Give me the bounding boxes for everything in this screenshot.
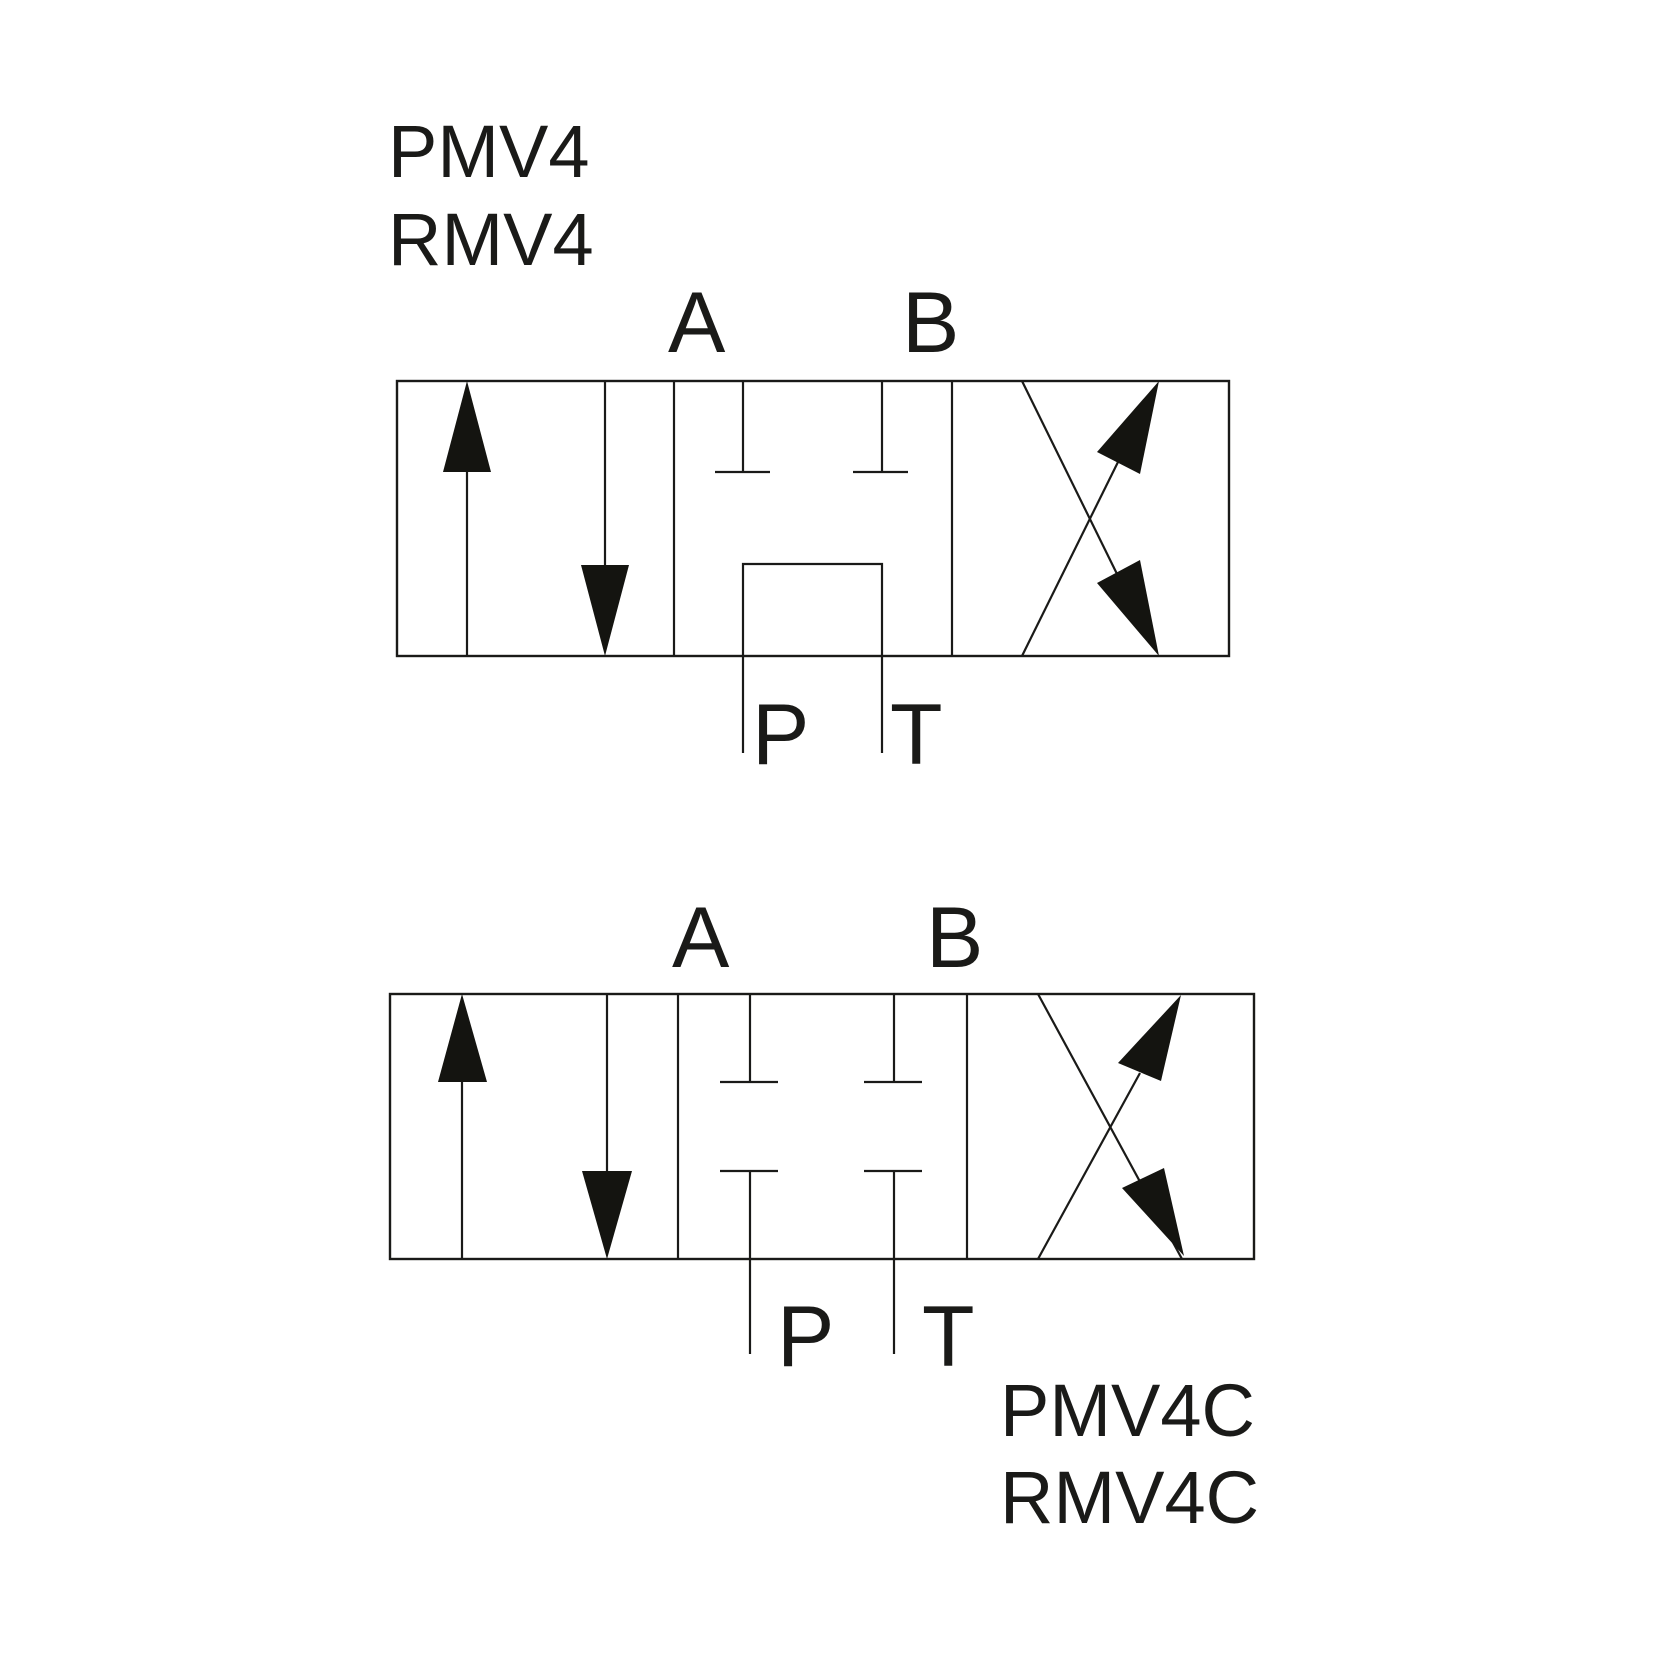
port-label-a: A: [668, 275, 726, 371]
position-parallel: [443, 381, 629, 656]
arrow-up-diagonal-icon: [1118, 995, 1181, 1081]
position-center: [720, 994, 922, 1354]
port-label-t: T: [890, 687, 943, 783]
valve-symbol-bottom: A B P T PMV4C RMV4C: [388, 890, 1259, 1539]
model-label-rmv4c: RMV4C: [1000, 1456, 1259, 1539]
valve-symbol-top: PMV4 RMV4 A B P T: [388, 110, 1231, 783]
arrow-up-icon: [438, 994, 487, 1082]
valve-frame: [388, 992, 1256, 1261]
arrow-down-diagonal-icon: [1122, 1168, 1184, 1256]
port-label-b: B: [902, 275, 959, 371]
flow-line: [1037, 1072, 1141, 1260]
model-label-pmv4c: PMV4C: [1000, 1369, 1255, 1452]
arrow-down-icon: [581, 565, 629, 656]
position-parallel: [438, 994, 632, 1259]
arrow-up-diagonal-icon: [1097, 381, 1159, 474]
port-label-p: P: [752, 687, 809, 783]
port-label-t: T: [922, 1289, 975, 1385]
model-label-rmv4: RMV4: [388, 198, 594, 281]
p-t-connection: [741, 562, 884, 753]
port-label-a: A: [672, 890, 730, 986]
valve-frame: [395, 379, 1231, 658]
position-center: [715, 381, 908, 753]
flow-line: [1021, 461, 1119, 657]
flow-line: [1021, 380, 1119, 577]
arrow-up-icon: [443, 381, 491, 472]
model-label-pmv4: PMV4: [388, 110, 590, 193]
position-crossed: [1021, 380, 1159, 657]
port-label-p: P: [777, 1289, 834, 1385]
arrow-down-icon: [582, 1171, 632, 1259]
position-crossed: [1037, 993, 1184, 1260]
arrow-down-diagonal-icon: [1097, 560, 1159, 656]
port-label-b: B: [926, 890, 983, 986]
